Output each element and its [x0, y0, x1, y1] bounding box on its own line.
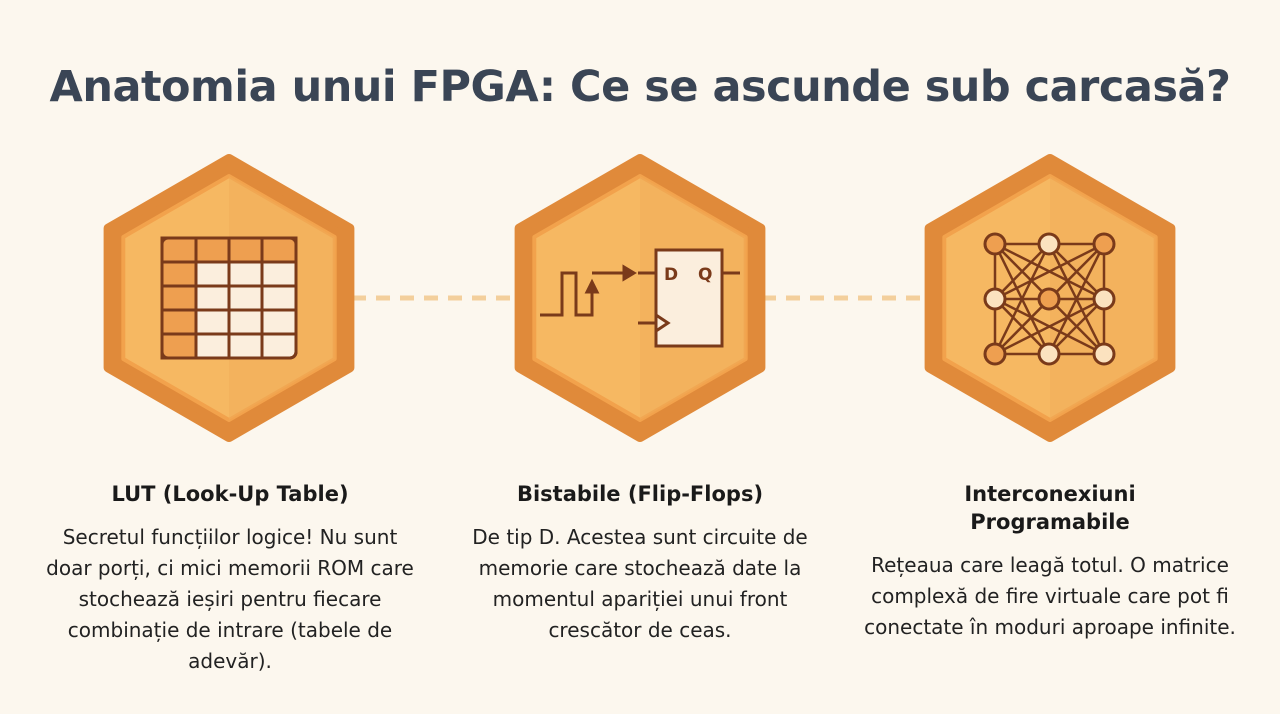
wire: [994, 243, 1050, 300]
q-label: Q: [698, 265, 712, 285]
card-heading: LUT (Look-Up Table): [111, 482, 349, 506]
network-node: [983, 232, 1007, 256]
wire: [994, 297, 1105, 356]
flip-flop-icon: D Q: [540, 248, 740, 348]
network-node: [1037, 232, 1061, 256]
card-interconnect: Interconexiuni Programabile Rețeaua care…: [860, 480, 1240, 643]
interconnect-network-icon: [983, 232, 1116, 366]
network-node: [983, 342, 1007, 366]
card-heading: Bistabile (Flip-Flops): [516, 482, 764, 506]
wire: [1048, 243, 1105, 300]
page-title: Anatomia unui FPGA: Ce se ascunde sub ca…: [49, 62, 1231, 112]
network-node: [1092, 287, 1116, 311]
hexagon-badge: [514, 154, 766, 442]
card-flip-flops: Bistabile (Flip-Flops) De tip D. Acestea…: [450, 480, 830, 646]
network-node: [1037, 287, 1061, 311]
card-body: De tip D. Acestea sunt circuite de memor…: [472, 525, 808, 642]
d-label: D: [664, 265, 678, 285]
network-node: [983, 287, 1007, 311]
wire: [994, 242, 1105, 301]
card-heading: Interconexiuni Programabile: [964, 482, 1136, 534]
wire: [1048, 298, 1105, 355]
wire: [994, 298, 1050, 355]
card-body: Secretul funcțiilor logice! Nu sunt doar…: [46, 525, 414, 673]
network-node: [1092, 232, 1116, 256]
lut-table-icon: [160, 236, 298, 360]
card-lut: LUT (Look-Up Table) Secretul funcțiilor …: [40, 480, 420, 677]
network-node: [1037, 342, 1061, 366]
network-node: [1092, 342, 1116, 366]
card-body: Rețeaua care leagă totul. O matrice comp…: [864, 553, 1236, 639]
